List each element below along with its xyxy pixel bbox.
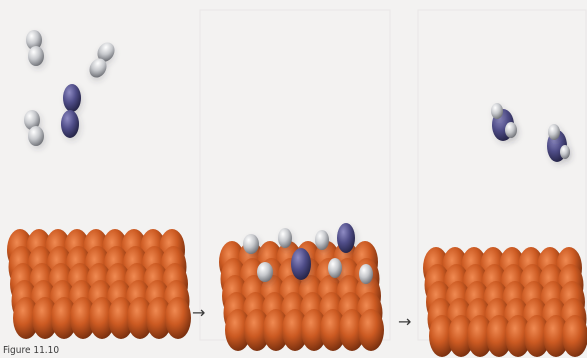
- hydrogen-atom: [28, 126, 46, 149]
- catalyst-surface-3: [423, 247, 587, 357]
- surface-atom: [562, 315, 587, 357]
- nitrogen-atom: [61, 110, 81, 141]
- panel-adsorbed-atoms: [219, 223, 384, 351]
- reaction-arrow-1: →: [192, 305, 205, 321]
- hydrogen-atom: [28, 46, 46, 69]
- reaction-arrow-2: →: [398, 314, 411, 330]
- panel-ammonia-released: [423, 103, 587, 357]
- surface-atom: [165, 297, 191, 339]
- figure-caption: Figure 11.10: [3, 345, 59, 357]
- ammonia-molecule: [491, 103, 519, 144]
- catalyst-surface-1: [7, 229, 191, 339]
- panel-before-adsorption: [7, 30, 191, 339]
- ammonia-molecule: [547, 124, 572, 165]
- nitrogen-atom: [63, 84, 83, 115]
- surface-atom: [358, 309, 384, 351]
